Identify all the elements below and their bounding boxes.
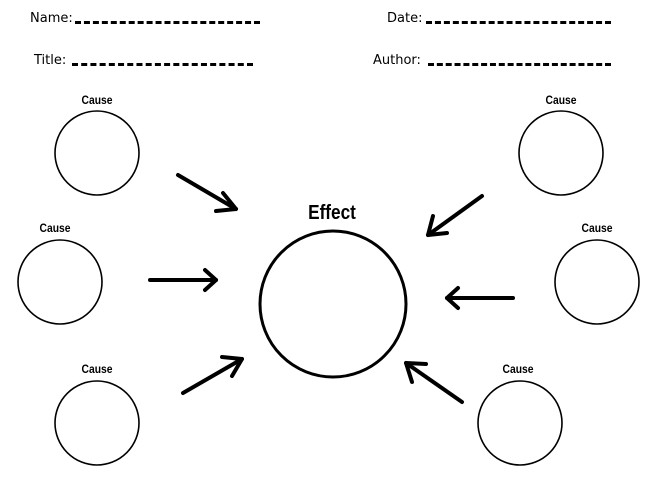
- title-line[interactable]: [72, 63, 253, 66]
- date-label: Date:: [387, 11, 423, 26]
- effect-label: Effect: [308, 202, 356, 224]
- author-label: Author:: [373, 53, 421, 68]
- cause-label-middle-left: Cause: [39, 221, 71, 235]
- arrow-bottom-right: [404, 361, 464, 404]
- cause-circle-middle-left[interactable]: [17, 239, 103, 325]
- arrow-top-right: [426, 194, 484, 237]
- author-line[interactable]: [428, 63, 611, 66]
- cause-circle-bottom-right[interactable]: [477, 380, 563, 466]
- cause-label-bottom-left: Cause: [81, 362, 113, 376]
- arrow-bottom-left: [181, 355, 244, 395]
- cause-label-middle-right: Cause: [581, 221, 613, 235]
- name-line[interactable]: [75, 21, 260, 24]
- effect-circle[interactable]: [258, 229, 408, 379]
- arrow-middle-right: [445, 286, 515, 310]
- cause-label-top-right: Cause: [545, 93, 577, 107]
- arrow-top-left: [176, 173, 238, 213]
- cause-circle-top-right[interactable]: [518, 110, 604, 196]
- cause-label-bottom-right: Cause: [502, 362, 534, 376]
- name-label: Name:: [30, 11, 73, 26]
- arrow-middle-left: [148, 268, 218, 292]
- cause-circle-top-left[interactable]: [54, 110, 140, 196]
- cause-circle-middle-right[interactable]: [554, 239, 640, 325]
- cause-label-top-left: Cause: [81, 93, 113, 107]
- date-line[interactable]: [426, 21, 611, 24]
- title-label: Title:: [34, 53, 67, 68]
- cause-circle-bottom-left[interactable]: [54, 380, 140, 466]
